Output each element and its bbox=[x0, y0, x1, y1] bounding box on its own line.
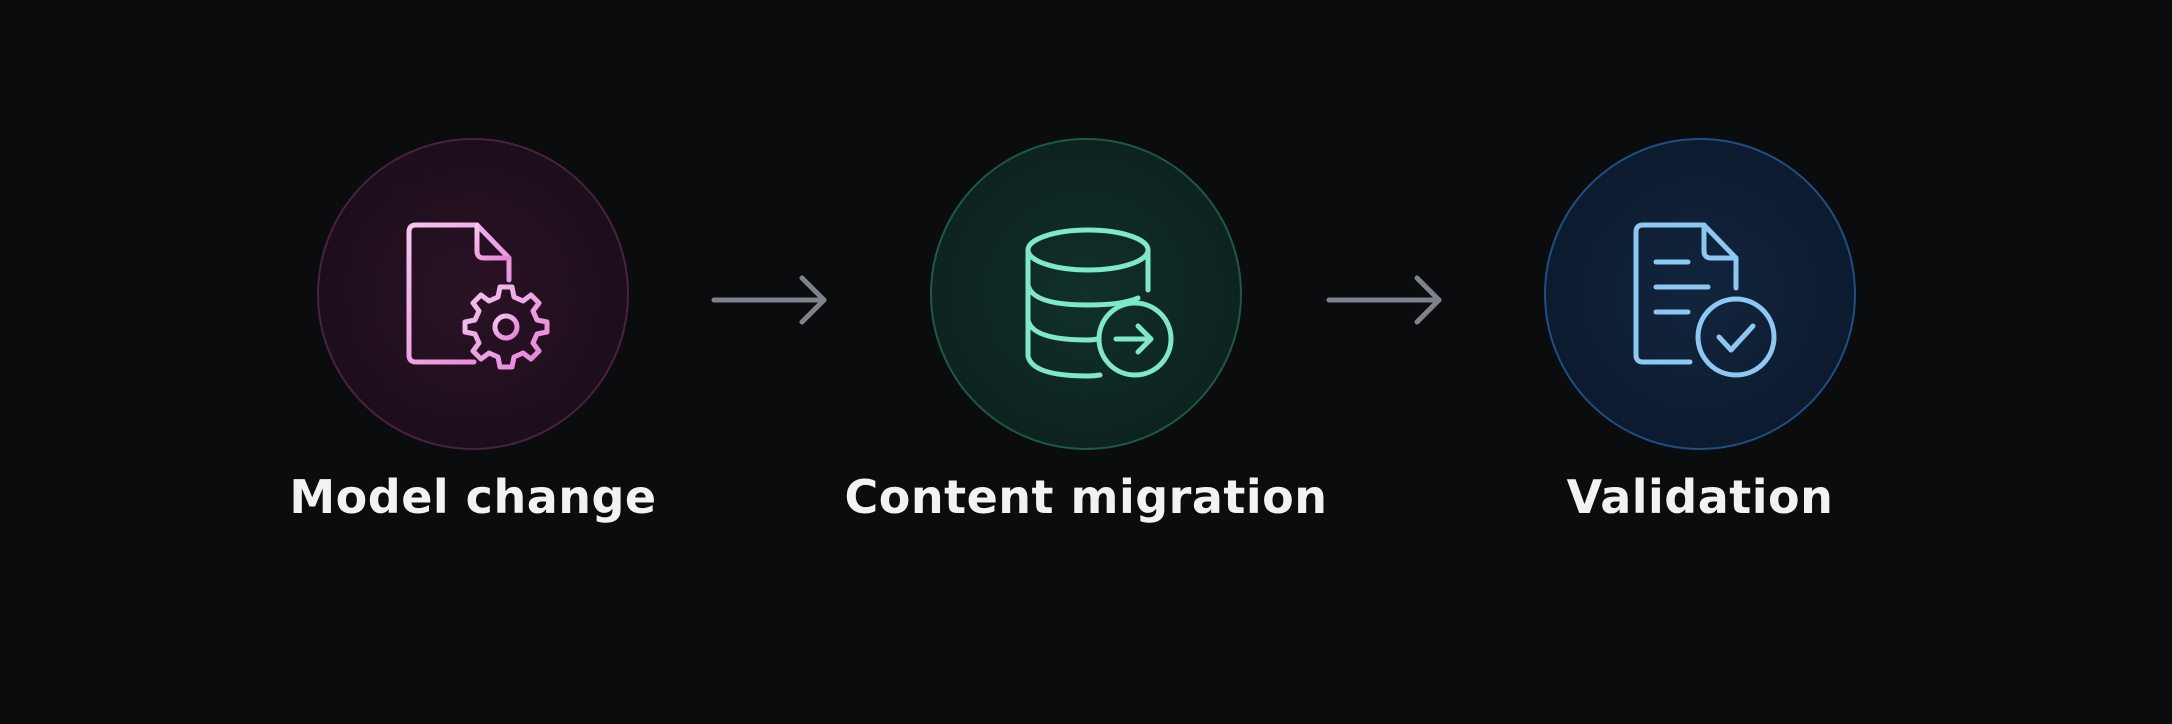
step-content-migration: Content migration bbox=[786, 138, 1386, 558]
step-label: Validation bbox=[1566, 470, 1834, 524]
document-check-icon bbox=[1633, 222, 1777, 378]
arrow-right-icon bbox=[711, 275, 827, 325]
validation-icon-circle bbox=[1544, 138, 1856, 450]
database-arrow-icon bbox=[1025, 227, 1174, 379]
document-gear-icon bbox=[406, 222, 550, 370]
step-model-change: Model change bbox=[173, 138, 773, 558]
step-label: Model change bbox=[289, 470, 657, 524]
step-validation: Validation bbox=[1400, 138, 2000, 558]
model-change-icon-circle bbox=[317, 138, 629, 450]
content-migration-icon-circle bbox=[930, 138, 1242, 450]
arrow-right-icon bbox=[1326, 275, 1442, 325]
step-label: Content migration bbox=[844, 470, 1328, 524]
